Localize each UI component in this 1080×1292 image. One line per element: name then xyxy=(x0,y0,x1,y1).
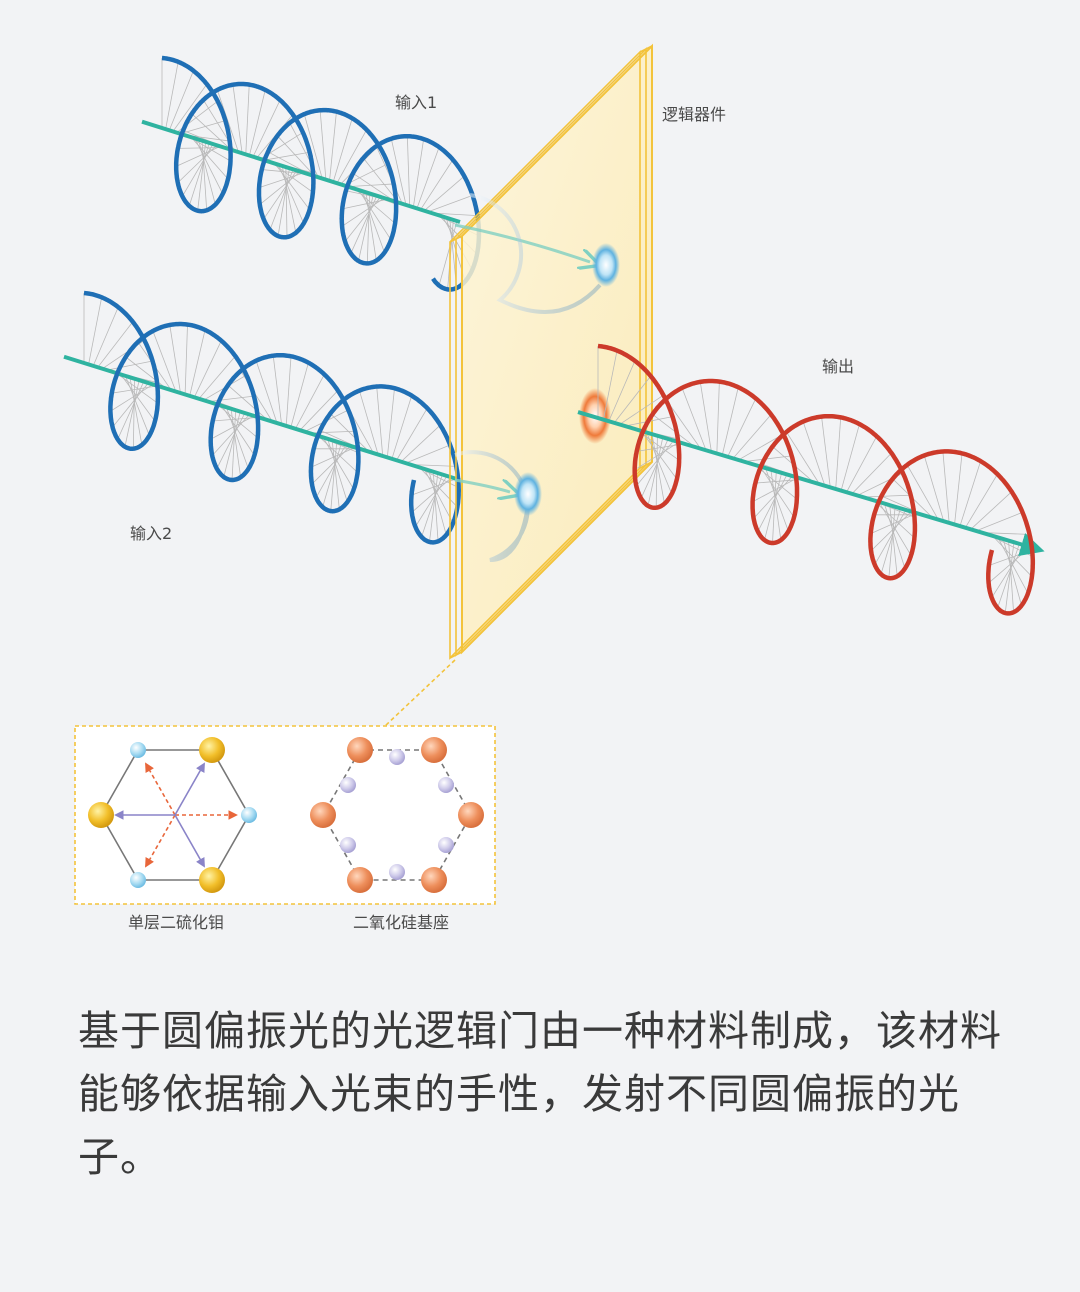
input-1-label: 输入1 xyxy=(395,93,437,112)
si-atom xyxy=(421,737,447,763)
output-wave xyxy=(577,343,1045,616)
o-atom xyxy=(389,749,405,765)
si-atom xyxy=(347,737,373,763)
output-label: 输出 xyxy=(822,357,854,376)
mos2-lattice xyxy=(88,737,257,893)
s-atom xyxy=(130,742,146,758)
logic-device-label: 逻辑器件 xyxy=(662,105,726,124)
input-2-wave xyxy=(63,290,461,545)
o-atom xyxy=(389,864,405,880)
mo-atom xyxy=(199,867,225,893)
mos2-label: 单层二硫化钼 xyxy=(128,913,224,932)
beam-axis xyxy=(141,119,461,224)
callout-connector xyxy=(384,659,456,727)
o-atom xyxy=(438,837,454,853)
sio2-lattice xyxy=(310,737,484,893)
input-1-wave xyxy=(141,55,482,292)
s-atom xyxy=(241,807,257,823)
si-atom xyxy=(310,802,336,828)
beam-axis xyxy=(63,354,461,482)
caption-text: 基于圆偏振光的光逻辑门由一种材料制成，该材料能够依据输入光束的手性，发射不同圆偏… xyxy=(78,1007,1002,1181)
input-2-emission-glow xyxy=(514,472,542,516)
field-vector-spokes xyxy=(597,346,1036,614)
o-atom xyxy=(438,777,454,793)
sio2-label: 二氧化硅基座 xyxy=(353,913,449,932)
si-atom xyxy=(421,867,447,893)
input-2-label: 输入2 xyxy=(130,524,172,543)
si-atom xyxy=(458,802,484,828)
transmitted-beams xyxy=(454,193,600,562)
material-structure-inset xyxy=(74,725,496,905)
input-1-emission-glow xyxy=(592,243,620,287)
o-atom xyxy=(340,837,356,853)
helix-curve xyxy=(597,343,1036,616)
mo-atom xyxy=(88,802,114,828)
mo-atom xyxy=(199,737,225,763)
helix-curve xyxy=(161,55,482,292)
s-atom xyxy=(130,872,146,888)
field-vector-spokes xyxy=(161,58,480,290)
beam-axis xyxy=(577,410,1045,557)
helix-curve xyxy=(83,290,461,545)
si-atom xyxy=(347,867,373,893)
o-atom xyxy=(340,777,356,793)
